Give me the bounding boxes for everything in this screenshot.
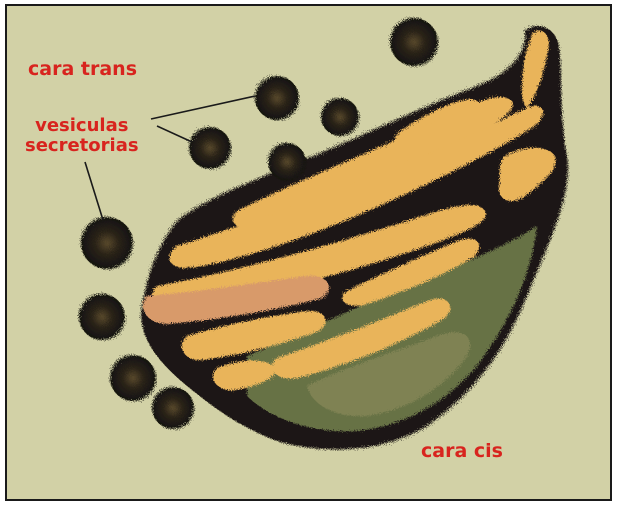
vesicle <box>79 294 125 340</box>
label-vesicles-line1: vesiculas <box>25 116 139 136</box>
pointer-line <box>157 126 192 142</box>
vesicle <box>189 127 231 169</box>
diagram-frame: cara trans vesiculas secretorias cara ci… <box>5 4 612 501</box>
vesicle <box>321 98 359 136</box>
label-cis-face: cara cis <box>421 440 503 462</box>
pointer-line <box>85 162 103 220</box>
golgi-illustration <box>7 6 612 501</box>
vesicle <box>390 18 438 66</box>
label-secretory-vesicles: vesiculas secretorias <box>25 116 139 156</box>
vesicle <box>268 143 306 181</box>
vesicle <box>255 76 299 120</box>
vesicle <box>110 355 156 401</box>
label-vesicles-line2: secretorias <box>25 136 139 156</box>
vesicle <box>81 217 133 269</box>
pointer-line <box>151 96 255 119</box>
label-trans-face: cara trans <box>28 58 137 80</box>
vesicle <box>152 387 194 429</box>
